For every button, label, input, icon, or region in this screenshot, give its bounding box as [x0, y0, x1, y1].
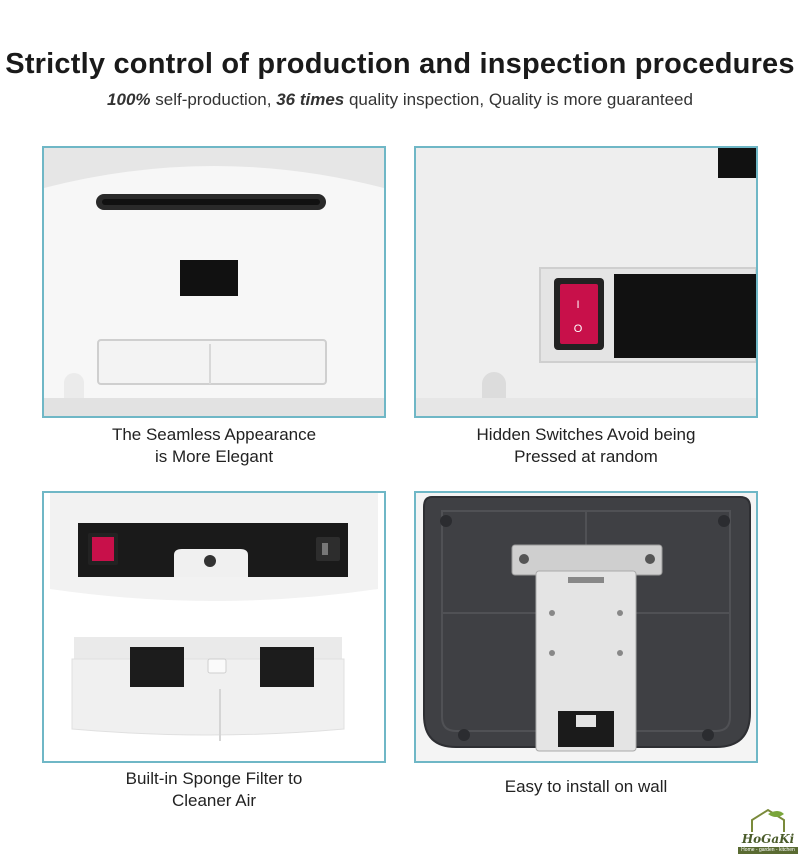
- subtitle-text-1: self-production,: [150, 90, 277, 109]
- feature-image-seamless-appearance: [42, 146, 386, 418]
- caption-line: The Seamless Appearance: [111, 425, 317, 444]
- switch-on-mark: I: [576, 299, 579, 311]
- rocker-switch: [560, 284, 598, 344]
- feature-image-wall-mount: [414, 491, 758, 763]
- subtitle-highlight-times: 36 times: [276, 90, 345, 109]
- feature-image-hidden-switch: I O: [414, 146, 758, 418]
- caption-line: Cleaner Air: [171, 791, 257, 810]
- caption-hidden-switches: Hidden Switches Avoid being Pressed at r…: [414, 424, 758, 468]
- subtitle-text-2: quality inspection, Quality is more guar…: [344, 90, 693, 109]
- caption-line: Pressed at random: [514, 447, 658, 466]
- caption-line: is More Elegant: [154, 447, 274, 466]
- switch-off-mark: O: [574, 323, 583, 335]
- page-title: Strictly control of production and inspe…: [5, 48, 795, 80]
- feature-image-sponge-filter: [42, 491, 386, 763]
- page-subtitle: 100% self-production, 36 times quality i…: [0, 90, 800, 110]
- brand-tagline: Home - garden - kitchen: [738, 847, 798, 854]
- seamless-device-illustration: [44, 148, 384, 416]
- caption-sponge-filter: Built-in Sponge Filter to Cleaner Air: [42, 768, 386, 812]
- caption-seamless-appearance: The Seamless Appearance is More Elegant: [42, 424, 386, 468]
- house-leaf-icon: [751, 808, 785, 832]
- brand-name: HoGaKi: [741, 832, 795, 846]
- subtitle-highlight-percent: 100%: [107, 90, 151, 109]
- caption-line: Built-in Sponge Filter to: [125, 769, 303, 788]
- brand-logo: HoGaKi Home - garden - kitchen: [738, 806, 798, 856]
- caption-line: Easy to install on wall: [504, 777, 668, 796]
- caption-wall-install: Easy to install on wall: [414, 776, 758, 798]
- caption-line: Hidden Switches Avoid being: [476, 425, 696, 444]
